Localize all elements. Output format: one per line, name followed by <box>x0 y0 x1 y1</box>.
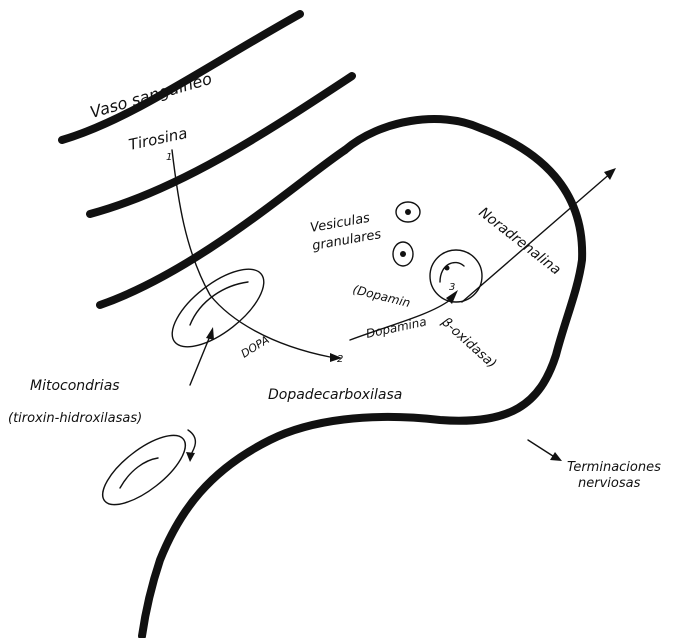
label-mitochondria: Mitocondrias <box>30 378 120 394</box>
nerve-endings-arrowhead <box>550 452 562 461</box>
label-dopa-decarboxylase: Dopadecarboxilasa <box>268 387 402 403</box>
step-marker-3: 3 <box>449 282 455 293</box>
label-dopa: DOPA <box>239 333 272 360</box>
label-noradrenaline: Noradrenalina <box>476 205 564 279</box>
label-dopamin-b-oxidase-2: β-oxidasa) <box>438 314 500 372</box>
granular-vesicle-2 <box>393 242 413 266</box>
label-tyrosine-hydroxylases: (tiroxin-hidroxilasas) <box>8 411 142 426</box>
label-dopamin-b-oxidase-1: (Dopamin <box>351 282 412 310</box>
label-nerve-endings-line1: Terminaciones <box>567 460 661 475</box>
nerve-terminal-membrane <box>142 119 582 636</box>
mito-arrow-lower-head <box>186 452 195 462</box>
noradrenaline-arrow <box>462 172 612 302</box>
mitochondrion-lower <box>92 423 195 516</box>
granular-vesicle-1 <box>396 202 420 222</box>
label-dopamine: Dopamina <box>365 314 428 340</box>
mito-arrow-upper <box>190 336 210 385</box>
label-blood-vessel: Vaso sanguineo <box>88 69 214 122</box>
vessel-wall-inner <box>100 150 345 305</box>
step-marker-1: 1 <box>166 152 172 163</box>
label-nerve-endings-line2: nerviosas <box>578 476 641 491</box>
nerve-endings-pointer <box>528 440 556 458</box>
step-marker-2: 2 <box>337 354 343 365</box>
label-tyrosine: Tirosina <box>127 124 189 154</box>
mito-arrow-upper-head <box>206 327 214 340</box>
mito-arrow-lower <box>188 430 195 456</box>
